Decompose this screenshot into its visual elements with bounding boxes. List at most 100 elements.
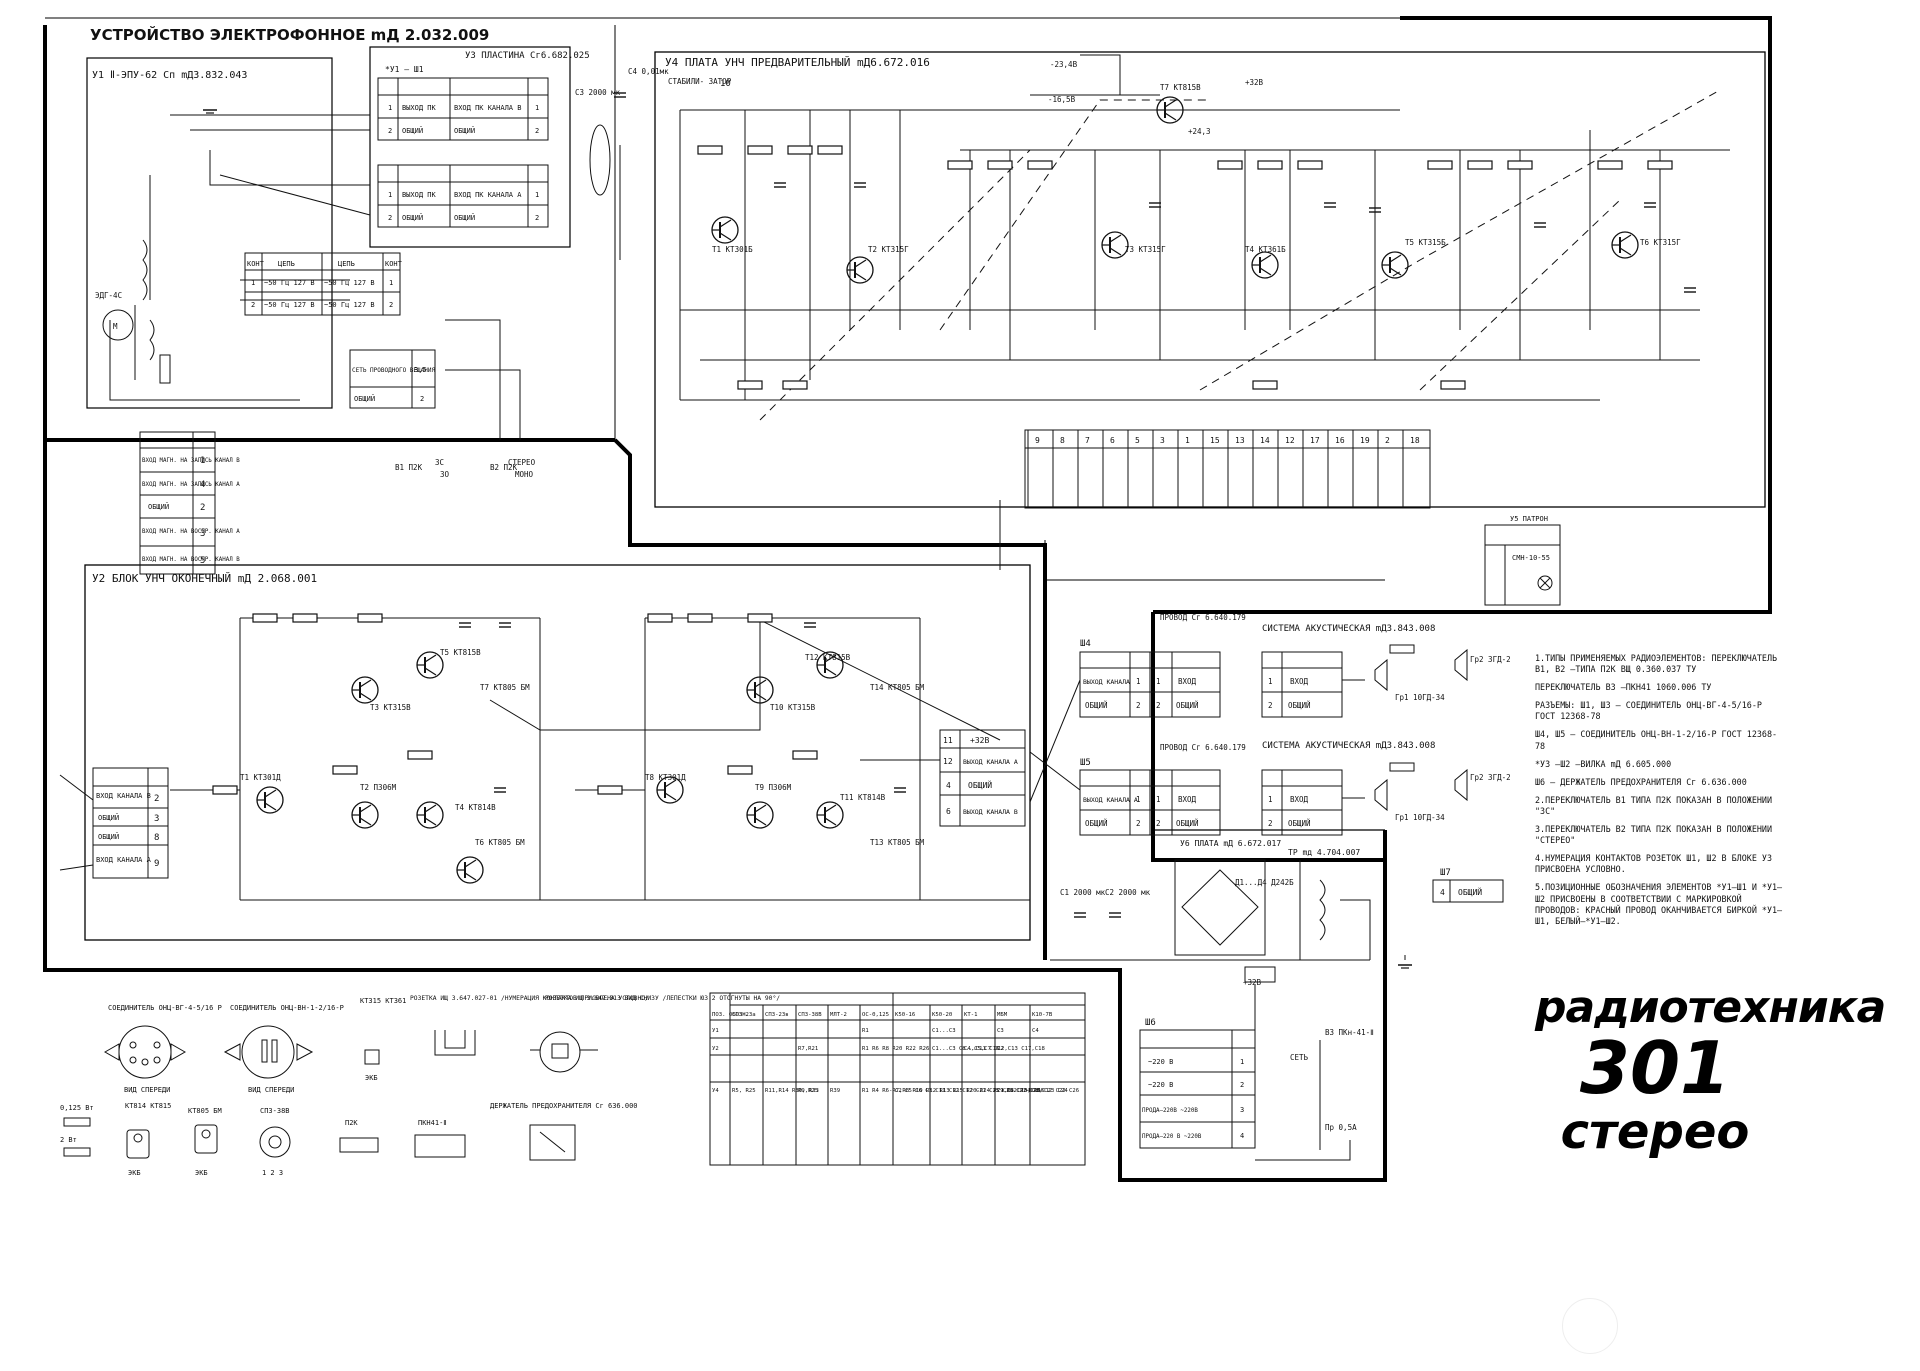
stabilizer-label: СТАБИЛИ- ЗАТОР — [668, 77, 732, 86]
sh5-pin: 2 — [1156, 819, 1161, 828]
sh5-cell: ВХОД — [1178, 795, 1197, 804]
lbl-zo: ЗО — [440, 470, 450, 479]
w3b-cell: СЕТЬ ПРОВОДНОГО ВЕЩАНИЯ — [352, 367, 435, 374]
legend-l10: П2К — [345, 1119, 358, 1127]
note: 1.ТИПЫ ПРИМЕНЯЕМЫХ РАДИОЭЛЕМЕНТОВ: ПЕРЕК… — [1535, 653, 1778, 675]
legend-l8: КТ805 БМ — [188, 1107, 222, 1115]
block-u2-title: У2 БЛОК УНЧ ОКОНЕЧНЫЙ mД 2.068.001 — [92, 572, 317, 585]
parts-head: КТ-1 — [964, 1012, 977, 1018]
u2out-pin: 6 — [946, 807, 951, 816]
legend-l7: КТ814 КТ815 — [125, 1102, 171, 1110]
legend-l9: СПЗ-38В — [260, 1107, 290, 1115]
u3t-cell: ВХОД ПК КАНАЛА В — [454, 104, 521, 112]
sh7-pin: 4 — [1440, 888, 1445, 897]
lbl-set: СЕТЬ — [1290, 1053, 1309, 1062]
sh4-sh5-tables — [1079, 651, 1343, 836]
u3t-cell: ОБЩИЙ — [402, 126, 423, 135]
u3b-cell: ОБЩИЙ — [454, 213, 475, 222]
lbl-w13: T13 КТ805 БМ — [870, 838, 925, 847]
sh4-cell: ОБЩИЙ — [1176, 701, 1199, 710]
w3b-cell: 2 — [420, 395, 424, 403]
speakers — [1342, 644, 1468, 812]
brand-line-1: радиотехника — [1535, 982, 1886, 1033]
u4-connector-pin: 15 — [1210, 436, 1220, 445]
u4-connector-pin: 7 — [1085, 436, 1090, 445]
u2in-pin: 2 — [154, 794, 159, 804]
w1-pin: 5 — [200, 556, 205, 566]
legend-symbols — [63, 1025, 598, 1161]
lamp-label: СМН-10-55 — [1512, 554, 1550, 562]
w3-table — [244, 252, 436, 409]
lbl-edg: ЭДГ-4С — [95, 291, 122, 300]
parts-head: К50-16 — [895, 1012, 915, 1018]
parts-head: СПЗ-23а — [732, 1012, 756, 1018]
notes-block: 1.ТИПЫ ПРИМЕНЯЕМЫХ РАДИОЭЛЕМЕНТОВ: ПЕРЕК… — [1535, 653, 1785, 934]
u2in-cell: ОБЩИЙ — [98, 832, 119, 841]
outer-frames — [43, 16, 1772, 1182]
note: 3.ПЕРЕКЛЮЧАТЕЛЬ В2 ТИПА П2К ПОКАЗАН В ПО… — [1535, 824, 1772, 846]
parts-cell: C3 — [997, 1028, 1004, 1034]
legend-l8v: ЭКБ — [195, 1169, 208, 1177]
lbl-v233: -23,4В — [1050, 60, 1078, 69]
block-sh7-title: Ш7 — [1440, 868, 1451, 878]
sh6-pin: 1 — [1240, 1058, 1244, 1066]
w3b-cell: ОБЩИЙ — [354, 394, 375, 403]
sh7-cell: ОБЩИЙ — [1458, 886, 1482, 897]
w3-cell: 2 — [251, 301, 255, 309]
note: ПЕРЕКЛЮЧАТЕЛЬ В3 –ПКН41 1060.006 ТУ — [1535, 682, 1712, 693]
lbl-gr2b: Гр2 3ГД-2 — [1470, 773, 1511, 782]
u2out-pin: 12 — [943, 757, 953, 766]
lbl-v165: -16,5В — [1048, 95, 1076, 104]
w3-cell: ~50 Гц 127 В — [324, 279, 375, 287]
legend-l2: СОЕДИНИТЕЛЬ ОНЦ-ВН-1-2/16-Р — [230, 1004, 344, 1012]
w1-cell: ОБЩИЙ — [148, 502, 169, 511]
u3t-cell: ОБЩИЙ — [454, 126, 475, 135]
u3t-pin: 1 — [388, 104, 392, 112]
legend-l1v: ВИД СПЕРЕДИ — [124, 1086, 170, 1094]
sh6-cell: ПРОДА–220 В ~220В — [1142, 1134, 1202, 1140]
block-u5-title: У5 ПАТРОН — [1510, 515, 1548, 523]
wire1-label: ПРОВОД Сг 6.640.179 — [1160, 613, 1246, 622]
u3b-cell: ВЫХОД ПК — [402, 191, 437, 199]
parts-cell: C1...C3 C8...C11 C16 — [932, 1046, 999, 1052]
lbl-t3: T3 КТ315Г — [1125, 245, 1166, 254]
spk1-cell: ОБЩИЙ — [1288, 701, 1311, 710]
brand-logo: радиотехника 301 стерео — [1535, 982, 1886, 1157]
u4-connector-pin: 8 — [1060, 436, 1065, 445]
u3t-cell: ВЫХОД ПК — [402, 104, 437, 112]
block-sh5-title: Ш5 — [1080, 758, 1091, 768]
u2-output-table — [939, 729, 1026, 827]
brand-line-2: 301 — [1579, 1026, 1731, 1111]
lbl-b3: В3 ПКн-41-Ⅱ — [1325, 1028, 1374, 1037]
sh6-pin: 3 — [1240, 1106, 1244, 1114]
sh6-pin: 2 — [1240, 1081, 1244, 1089]
w3-cell: ~50 Гц 127 В — [324, 301, 375, 309]
parts-head: ОС-0,125 — [862, 1012, 889, 1018]
parts-cell: У1 — [712, 1028, 719, 1034]
sh4-cell: ВЫХОД КАНАЛА — [1083, 678, 1130, 686]
w1-pin: 4 — [200, 480, 205, 490]
u4-connector-pin: 18 — [1410, 436, 1420, 445]
lbl-c1: C1 2000 мк — [1060, 888, 1106, 897]
u2in-cell: ВХОД КАНАЛА А — [96, 856, 152, 864]
parts-cell: R39 — [830, 1088, 840, 1094]
symbol-instances — [202, 92, 1697, 969]
psu-circuit — [1050, 859, 1406, 1161]
u2out-pin: 11 — [943, 736, 953, 745]
u2out-cell: ОБЩИЙ — [968, 779, 992, 790]
w3-cell: 1 — [251, 279, 255, 287]
w3-head: КОНТ — [385, 260, 403, 268]
parts-table — [709, 992, 1086, 1166]
sh5-cell: ОБЩИЙ — [1085, 819, 1108, 828]
u3b-pin: 1 — [388, 191, 392, 199]
u4-circuit — [619, 54, 1730, 570]
u2in-cell: ОБЩИЙ — [98, 813, 119, 822]
parts-head: К50-20 — [932, 1012, 952, 1018]
w1-pin: 1 — [200, 456, 205, 466]
parts-head: МЛТ-2 — [830, 1012, 847, 1018]
u4-connector-pin: 19 — [1360, 436, 1370, 445]
w3-head: КОНТ — [247, 260, 265, 268]
parts-cell: R1 R6 R8 R20 R22 R26 — [862, 1046, 929, 1052]
lbl-d1: Д1...Д4 Д242Б — [1235, 878, 1294, 887]
sh6-pin: 4 — [1240, 1132, 1244, 1140]
